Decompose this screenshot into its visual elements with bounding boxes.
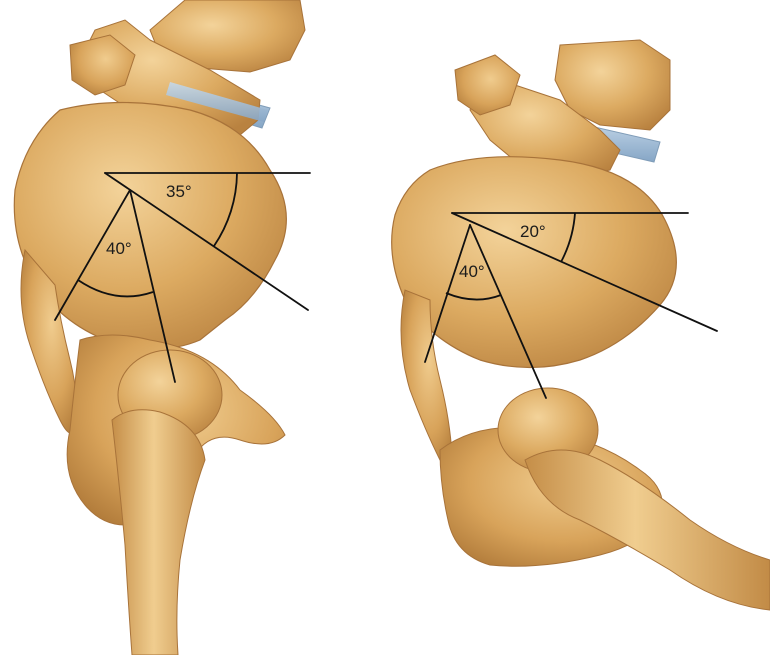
right-upper-angle-label: 20° <box>520 222 546 241</box>
right-lower-angle-label: 40° <box>459 262 485 281</box>
left-upper-angle-label: 35° <box>166 182 192 201</box>
left-lower-angle-label: 40° <box>106 239 132 258</box>
left-pelvis-figure: 35° 40° <box>14 0 310 655</box>
right-pelvis-figure: 20° 40° <box>392 40 770 610</box>
left-femur-shaft <box>112 410 205 655</box>
